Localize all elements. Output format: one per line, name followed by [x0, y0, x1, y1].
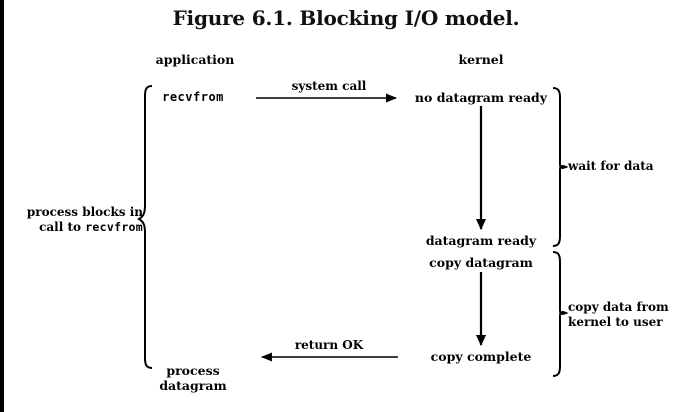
brace-wait-for-data [552, 87, 569, 247]
node-copy-complete: copy complete [430, 349, 532, 364]
brace-label-wait-for-data: wait for data [568, 159, 654, 173]
left-border-bar [0, 0, 4, 412]
column-header-application: application [155, 52, 235, 67]
node-no-datagram-ready: no datagram ready [414, 90, 548, 105]
column-header-kernel: kernel [458, 52, 504, 67]
brace-label-process-blocks-mono: recvfrom [85, 220, 143, 234]
figure-title: Figure 6.1. Blocking I/O model. [172, 6, 520, 30]
brace-label-process-blocks-prefix: call to [39, 220, 86, 234]
brace-label-copy-data-line2: kernel to user [568, 315, 663, 329]
brace-label-process-blocks-line2: call to recvfrom [13, 220, 143, 235]
brace-label-process-blocks-line1: process blocks in [26, 205, 143, 219]
brace-label-copy-data-line1: copy data from [568, 300, 669, 314]
edge-label-return-ok: return OK [294, 338, 364, 352]
node-process-datagram-line1: process [166, 363, 220, 378]
edge-label-system-call: system call [291, 79, 367, 93]
brace-label-process-blocks: process blocks in call to recvfrom [13, 205, 143, 235]
node-copy-datagram: copy datagram [429, 255, 533, 270]
node-process-datagram: process datagram [133, 363, 253, 393]
node-process-datagram-line2: datagram [159, 378, 227, 393]
node-datagram-ready: datagram ready [425, 233, 537, 248]
node-recvfrom: recvfrom [162, 90, 224, 104]
brace-label-copy-data: copy data from kernel to user [568, 300, 692, 330]
